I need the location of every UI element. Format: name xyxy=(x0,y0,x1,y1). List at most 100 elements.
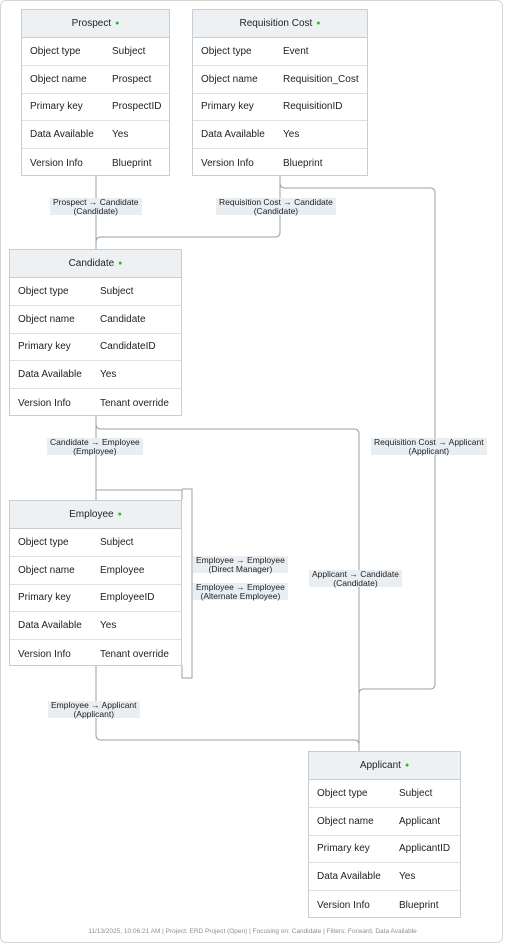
field-label: Primary key xyxy=(18,592,71,604)
edge-label-employee-applicant: Employee → Applicant(Applicant) xyxy=(48,701,140,718)
field-value: Prospect xyxy=(112,73,152,85)
edge-applicant-candidate[interactable] xyxy=(95,416,360,751)
edge-label-reqcost-applicant: Requisition Cost → Applicant(Applicant) xyxy=(371,438,487,455)
field-value: Subject xyxy=(100,285,134,297)
entity-row: Data Available Yes xyxy=(10,361,181,390)
field-label: Data Available xyxy=(201,129,265,141)
field-label: Version Info xyxy=(18,397,71,409)
edge-label-text: (Candidate) xyxy=(73,205,118,216)
field-value: Yes xyxy=(100,369,117,381)
field-value: Yes xyxy=(283,129,300,141)
entity-row: Object type Subject xyxy=(10,529,181,557)
entity-row: Version Info Blueprint xyxy=(309,891,460,919)
entity-row: Primary key RequisitionID xyxy=(193,94,367,122)
edge-label-employee-alternate: Employee → Employee(Alternate Employee) xyxy=(193,583,288,600)
entity-row: Object name Prospect xyxy=(22,66,169,94)
field-value: Blueprint xyxy=(112,157,152,169)
edge-label-text: (Candidate) xyxy=(253,205,299,216)
field-value: CandidateID xyxy=(100,341,156,353)
status-footer: 11/13/2025, 10:06:21 AM | Project: ERD P… xyxy=(88,928,417,935)
field-value: EmployeeID xyxy=(100,592,155,604)
field-label: Object type xyxy=(317,787,368,799)
edge-reqcost-candidate[interactable] xyxy=(95,176,281,249)
field-label: Object type xyxy=(30,45,81,57)
edge-label-text: Requisition Cost → Candidate xyxy=(219,197,333,207)
field-value: RequisitionID xyxy=(283,101,343,113)
field-label: Data Available xyxy=(317,871,381,883)
field-label: Object name xyxy=(201,73,258,85)
entity-applicant[interactable]: Applicant● Object type Subject Object nam… xyxy=(308,751,461,918)
edge-label-text: Employee → Employee xyxy=(196,555,285,565)
field-label: Version Info xyxy=(317,899,370,911)
edge-label-text: (Candidate) xyxy=(333,577,378,588)
entity-title: Requisition Cost xyxy=(239,18,313,29)
entity-title: Prospect xyxy=(71,18,112,29)
entity-header: Applicant● xyxy=(309,752,460,780)
entity-row: Data Available Yes xyxy=(193,121,367,150)
field-label: Data Available xyxy=(30,129,94,141)
field-value: Subject xyxy=(100,536,134,548)
entity-row: Version Info Blueprint xyxy=(193,149,367,177)
field-label: Primary key xyxy=(201,101,254,113)
field-label: Version Info xyxy=(201,157,254,169)
edge-label-text: Candidate → Employee xyxy=(50,437,140,447)
edge-employee-alternate[interactable] xyxy=(181,488,193,679)
entity-header: Requisition Cost● xyxy=(193,10,367,38)
status-dot-icon: ● xyxy=(117,511,122,518)
field-value: Blueprint xyxy=(399,899,439,911)
edge-label-candidate-employee: Candidate → Employee(Employee) xyxy=(47,438,143,455)
field-label: Object name xyxy=(18,564,75,576)
field-value: Requisition_Cost xyxy=(283,73,359,85)
entity-title: Candidate xyxy=(68,258,115,269)
field-label: Object type xyxy=(18,536,69,548)
entity-row: Object name Requisition_Cost xyxy=(193,66,367,94)
entity-row: Primary key ApplicantID xyxy=(309,836,460,864)
field-value: Event xyxy=(283,45,309,57)
edge-label-text: (Employee) xyxy=(73,445,117,456)
edge-label-text: Employee → Employee xyxy=(196,582,285,592)
field-label: Primary key xyxy=(30,101,83,113)
edge-employee-applicant[interactable] xyxy=(95,666,360,751)
edge-employee-manager[interactable] xyxy=(95,489,183,500)
field-value: Blueprint xyxy=(283,157,323,169)
field-label: Object name xyxy=(317,815,374,827)
edge-label-prospect-candidate: Prospect → Candidate(Candidate) xyxy=(50,198,142,215)
edge-label-text: (Alternate Employee) xyxy=(200,590,281,601)
entity-title: Employee xyxy=(69,509,114,520)
field-value: ApplicantID xyxy=(399,843,451,855)
status-dot-icon: ● xyxy=(404,762,410,769)
edge-label-text: Requisition Cost → Applicant xyxy=(374,437,484,447)
edge-label-text: (Applicant) xyxy=(408,445,450,456)
field-value: Employee xyxy=(100,564,145,576)
field-label: Primary key xyxy=(317,843,370,855)
edge-label-text: (Direct Manager) xyxy=(208,563,273,574)
status-dot-icon: ● xyxy=(316,20,321,27)
edge-label-employee-manager: Employee → Employee(Direct Manager) xyxy=(193,556,288,573)
field-value: Yes xyxy=(100,620,117,632)
field-label: Object name xyxy=(30,73,87,85)
field-value: Subject xyxy=(399,787,433,799)
field-label: Data Available xyxy=(18,620,82,632)
status-dot-icon: ● xyxy=(118,260,123,267)
field-label: Data Available xyxy=(18,369,82,381)
edge-reqcost-applicant[interactable] xyxy=(279,176,436,751)
field-label: Version Info xyxy=(18,648,71,660)
edge-label-applicant-candidate: Applicant → Candidate(Candidate) xyxy=(309,570,402,587)
